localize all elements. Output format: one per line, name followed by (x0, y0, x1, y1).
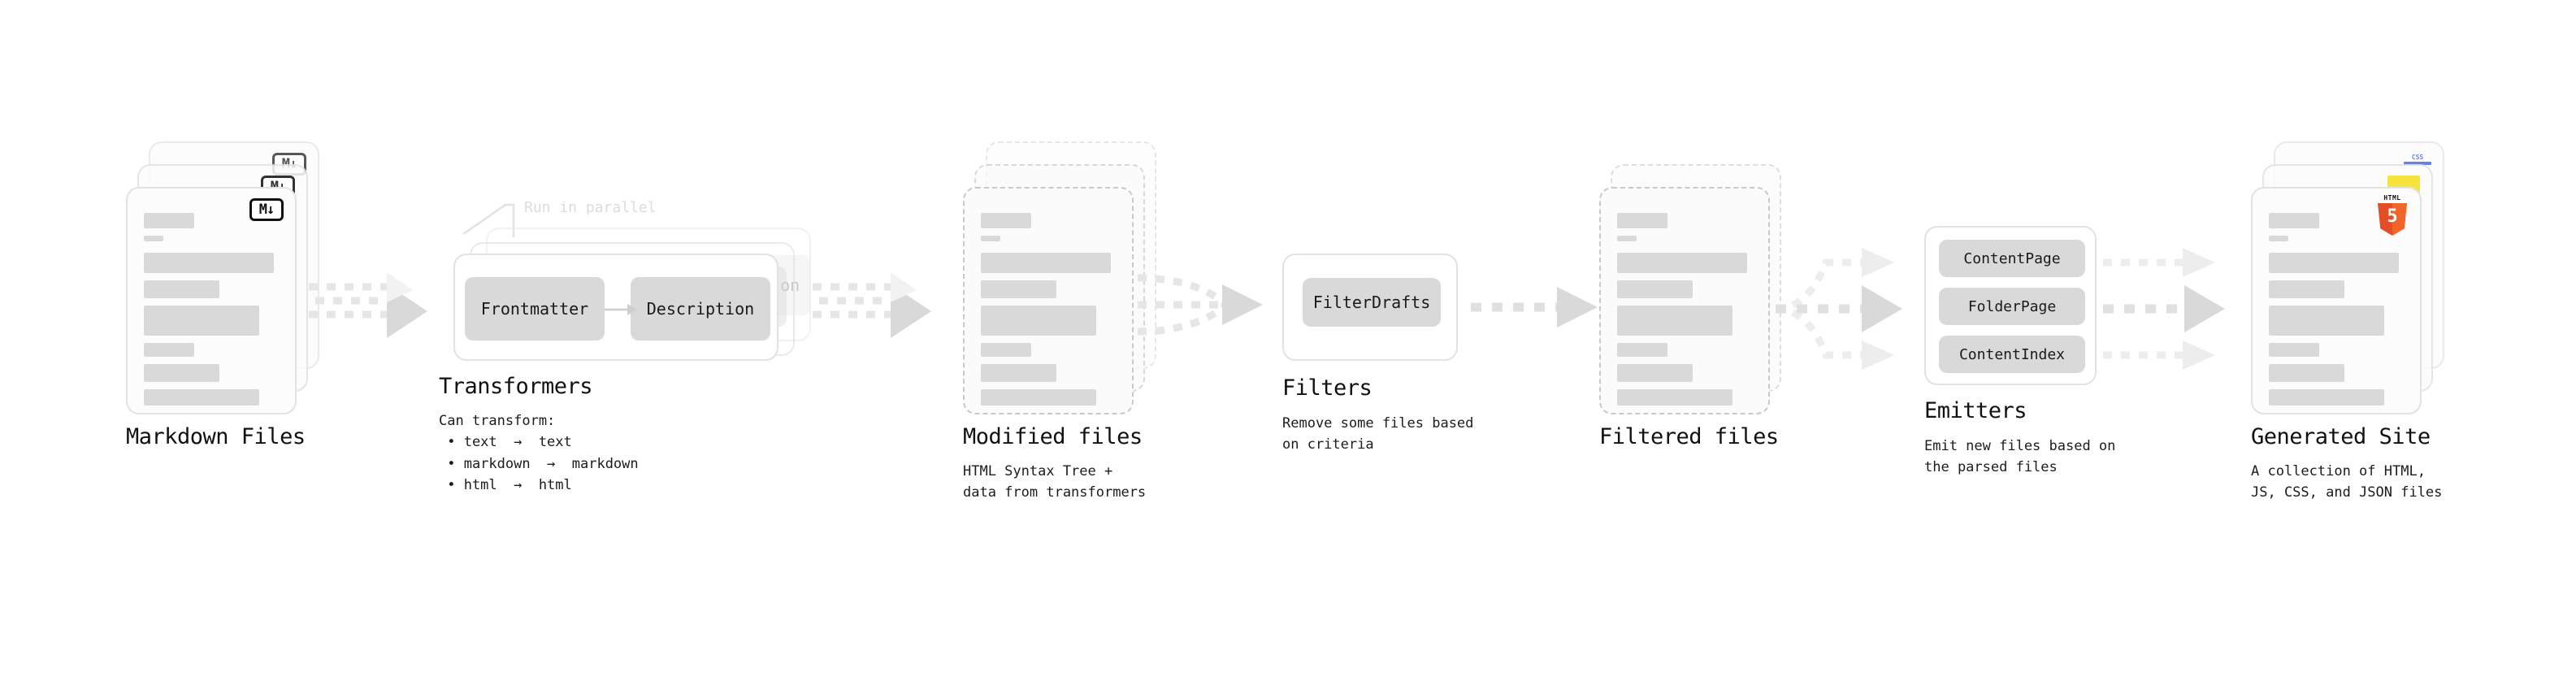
arrow-head (1557, 287, 1598, 327)
stage-title-filtered-files: Filtered files (1599, 424, 1779, 449)
conn-md-to-transformers (309, 272, 427, 338)
arrow-head-top (1862, 248, 1894, 277)
html5-badge-label: HTML (2383, 194, 2401, 202)
skeleton-bar (2269, 213, 2319, 228)
run-in-parallel-leader (462, 203, 515, 237)
conn-emitters-to-site (2103, 248, 2225, 370)
skeleton-bar (981, 236, 1000, 241)
skeleton-bar (2269, 306, 2384, 336)
arrow-head (891, 284, 931, 338)
skeleton-bar (2269, 236, 2288, 241)
transformer-pill-frontmatter[interactable]: Frontmatter (465, 277, 605, 340)
file-card-front[interactable] (963, 187, 1134, 414)
arrow-head-top (2183, 248, 2215, 277)
skeleton-bar (1617, 236, 1637, 241)
skeleton-bar (144, 236, 163, 241)
skeleton-bar (981, 280, 1056, 298)
generated-site-file-stack: CSS HTML 5 (2251, 141, 2446, 423)
stage-title-emitters: Emitters (1924, 398, 2027, 423)
run-in-parallel-note: Run in parallel (524, 199, 657, 216)
skeleton-bar (1617, 389, 1733, 406)
css-badge: CSS (2404, 153, 2431, 167)
skeleton-bar (981, 389, 1096, 406)
stage-caption-modified-files: HTML Syntax Tree + data from transformer… (963, 463, 1147, 501)
filtered-file-stack (1599, 164, 1794, 423)
filters-group[interactable]: FilterDrafts (1282, 254, 1458, 361)
conn-filtered-to-emitters (1775, 248, 1902, 370)
skeleton-bar (2269, 280, 2344, 298)
skeleton-bar (981, 364, 1056, 382)
markdown-badge-icon: M↓ (249, 198, 284, 221)
transformer-pill-description[interactable]: Description (631, 277, 770, 340)
file-card-front[interactable] (1599, 187, 1770, 414)
skeleton-bar (981, 213, 1031, 228)
stage-title-filters: Filters (1282, 375, 1373, 401)
emitters-group[interactable]: ContentPage FolderPage ContentIndex (1924, 226, 2097, 385)
stage-modified-files: Modified files HTML Syntax Tree + data f… (963, 141, 1158, 501)
css-badge-label: CSS (2411, 154, 2424, 161)
skeleton-bar (1617, 306, 1733, 336)
arrow-head-center (1862, 285, 1902, 332)
stage-title-modified-files: Modified files (963, 424, 1143, 449)
stage-caption-emitters: Emit new files based on the parsed files (1924, 438, 2116, 476)
html5-badge: HTML 5 (2378, 194, 2407, 239)
file-skeleton-content (1617, 213, 1752, 413)
arrow-head (1222, 284, 1263, 325)
conn-transformers-to-modified (813, 272, 931, 338)
skeleton-bar (1617, 364, 1693, 382)
skeleton-bar (1617, 280, 1693, 298)
stage-title-transformers: Transformers (439, 374, 593, 399)
skeleton-bar (2269, 253, 2399, 273)
emitter-pill-contentindex[interactable]: ContentIndex (1939, 336, 2085, 373)
skeleton-bar (144, 306, 259, 336)
skeleton-bar (144, 389, 259, 406)
skeleton-bar (2269, 343, 2319, 357)
skeleton-bar (2269, 364, 2344, 382)
transformer-group-front[interactable]: Frontmatter Description (453, 254, 778, 361)
file-skeleton-content (144, 213, 279, 413)
skeleton-bar (2269, 389, 2384, 406)
skeleton-bar (144, 253, 274, 273)
skeleton-bar (981, 306, 1096, 336)
skeleton-bar (1617, 253, 1747, 273)
arrow-head (387, 284, 427, 338)
arrow-head-bottom (1862, 340, 1894, 370)
skeleton-bar (1617, 213, 1667, 228)
skeleton-bar (144, 343, 194, 357)
skeleton-bar (144, 213, 194, 228)
markdown-file-stack: M↓ M↓ M↓ (126, 141, 321, 423)
stage-generated-site: CSS HTML 5 (2251, 141, 2446, 501)
stage-markdown-files: M↓ M↓ M↓ (126, 141, 321, 449)
stage-caption-transformers: Can transform: • text → text • markdown … (439, 413, 639, 494)
stage-title-generated-site: Generated Site (2251, 424, 2431, 449)
arrow-head-bottom (2183, 340, 2215, 370)
filter-pill-filterdrafts[interactable]: FilterDrafts (1303, 278, 1441, 327)
skeleton-bar (981, 343, 1031, 357)
arrow-head-center (2184, 285, 2225, 332)
html5-badge-number: 5 (2387, 206, 2398, 227)
stage-title-markdown-files: Markdown Files (126, 424, 306, 449)
file-card-front[interactable]: M↓ (126, 187, 297, 414)
conn-filters-to-filtered (1471, 287, 1598, 327)
skeleton-bar (981, 253, 1111, 273)
file-skeleton-content (981, 213, 1116, 413)
file-card-front-html[interactable]: HTML 5 (2251, 187, 2422, 414)
file-skeleton-content (2269, 213, 2404, 413)
stage-caption-filters: Remove some files based on criteria (1282, 415, 1474, 453)
skeleton-bar (144, 364, 219, 382)
emitter-pill-folderpage[interactable]: FolderPage (1939, 288, 2085, 325)
modified-file-stack (963, 141, 1158, 423)
emitter-pill-contentpage[interactable]: ContentPage (1939, 240, 2085, 277)
skeleton-bar (144, 280, 219, 298)
conn-modified-to-filters (1137, 274, 1263, 336)
stage-caption-generated-site: A collection of HTML, JS, CSS, and JSON … (2251, 463, 2443, 501)
css-badge-underline (2404, 162, 2431, 165)
stage-filtered-files: Filtered files (1599, 164, 1794, 449)
skeleton-bar (1617, 343, 1667, 357)
transformer-inner-arrow-front (605, 304, 637, 315)
